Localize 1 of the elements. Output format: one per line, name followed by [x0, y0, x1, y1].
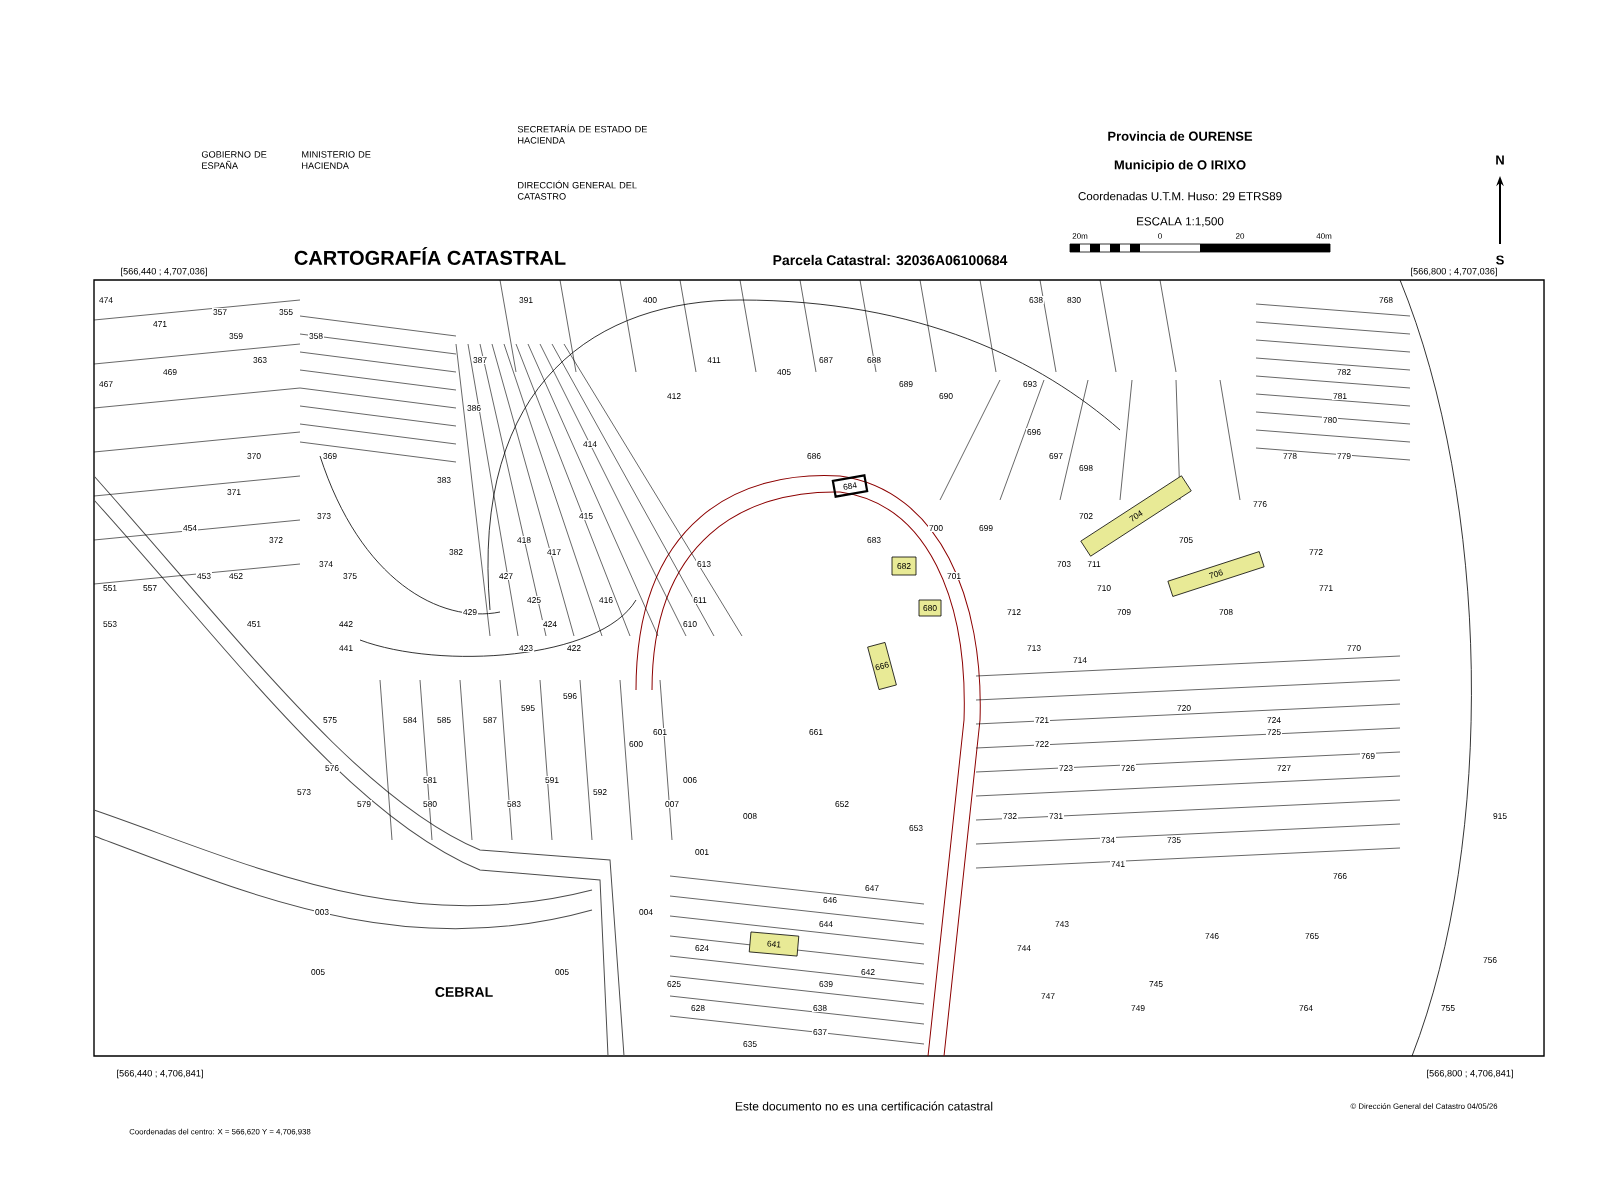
map-title: CARTOGRAFÍA CATASTRAL [294, 247, 566, 265]
